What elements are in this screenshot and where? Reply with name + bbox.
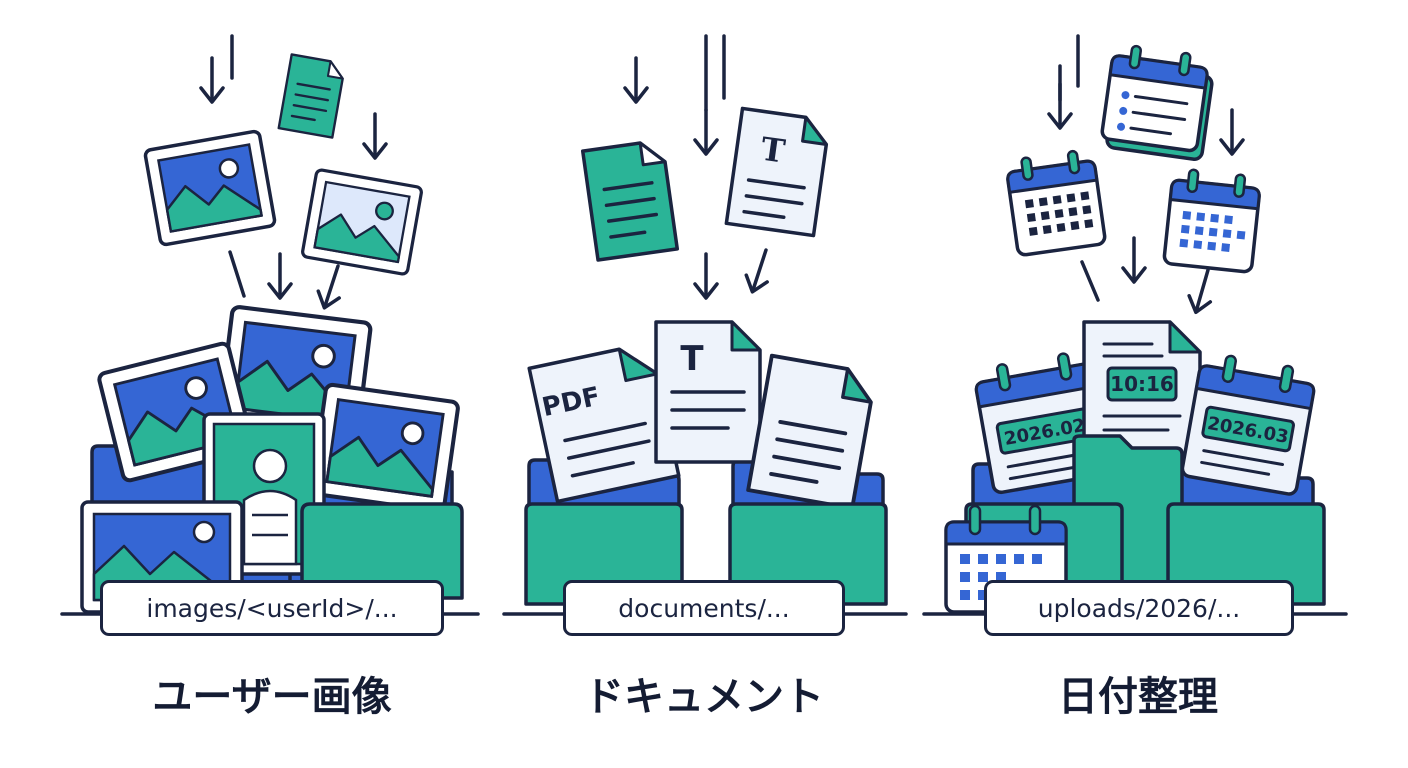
document-file-icon: 10:16 [1082, 320, 1202, 456]
down-arrow-icon [1047, 34, 1080, 130]
column-images [60, 34, 480, 616]
time-tag: 10:16 [1110, 372, 1174, 396]
down-arrow-icon [693, 34, 726, 156]
calendar-icon: 2026.03 [1180, 354, 1316, 496]
path-label-images: images/<userId>/... [100, 580, 444, 636]
text-file-badge: T [680, 339, 704, 379]
column-uploads: 2026.02 10:16 [922, 34, 1348, 616]
image-file-icon [311, 384, 458, 512]
folder-icon [300, 502, 464, 600]
document-file-icon [580, 138, 680, 262]
image-file-icon [300, 167, 424, 277]
motion-line [1080, 260, 1100, 302]
title-documents: ドキュメント [584, 674, 824, 720]
document-file-icon [277, 53, 347, 139]
document-file-icon [746, 353, 878, 511]
path-label-uploads: uploads/2026/... [984, 580, 1294, 636]
text-file-badge: T [759, 130, 788, 171]
down-arrow-icon [693, 252, 719, 300]
calendar-icon [1100, 44, 1214, 161]
down-arrow-icon [1121, 236, 1147, 284]
text-file-icon: T [654, 320, 762, 464]
down-arrow-icon [199, 34, 234, 104]
pdf-file-icon: PDF [527, 347, 681, 504]
down-arrow-icon [362, 112, 388, 160]
down-arrow-icon [623, 56, 649, 104]
down-arrow-icon [312, 260, 351, 313]
title-user-images: ユーザー画像 [152, 674, 392, 720]
text-file-icon: T [724, 106, 829, 238]
calendar-icon [1161, 165, 1263, 275]
down-arrow-icon [740, 244, 779, 297]
path-label-documents: documents/... [563, 580, 845, 636]
down-arrow-icon [1183, 265, 1221, 318]
down-arrow-icon [1219, 108, 1245, 156]
image-file-icon [142, 128, 278, 248]
motion-line [228, 250, 246, 298]
down-arrow-icon [267, 252, 293, 300]
column-documents: T PDF [502, 34, 908, 616]
calendar-icon [1003, 146, 1108, 258]
title-date-organization: 日付整理 [1058, 674, 1218, 720]
